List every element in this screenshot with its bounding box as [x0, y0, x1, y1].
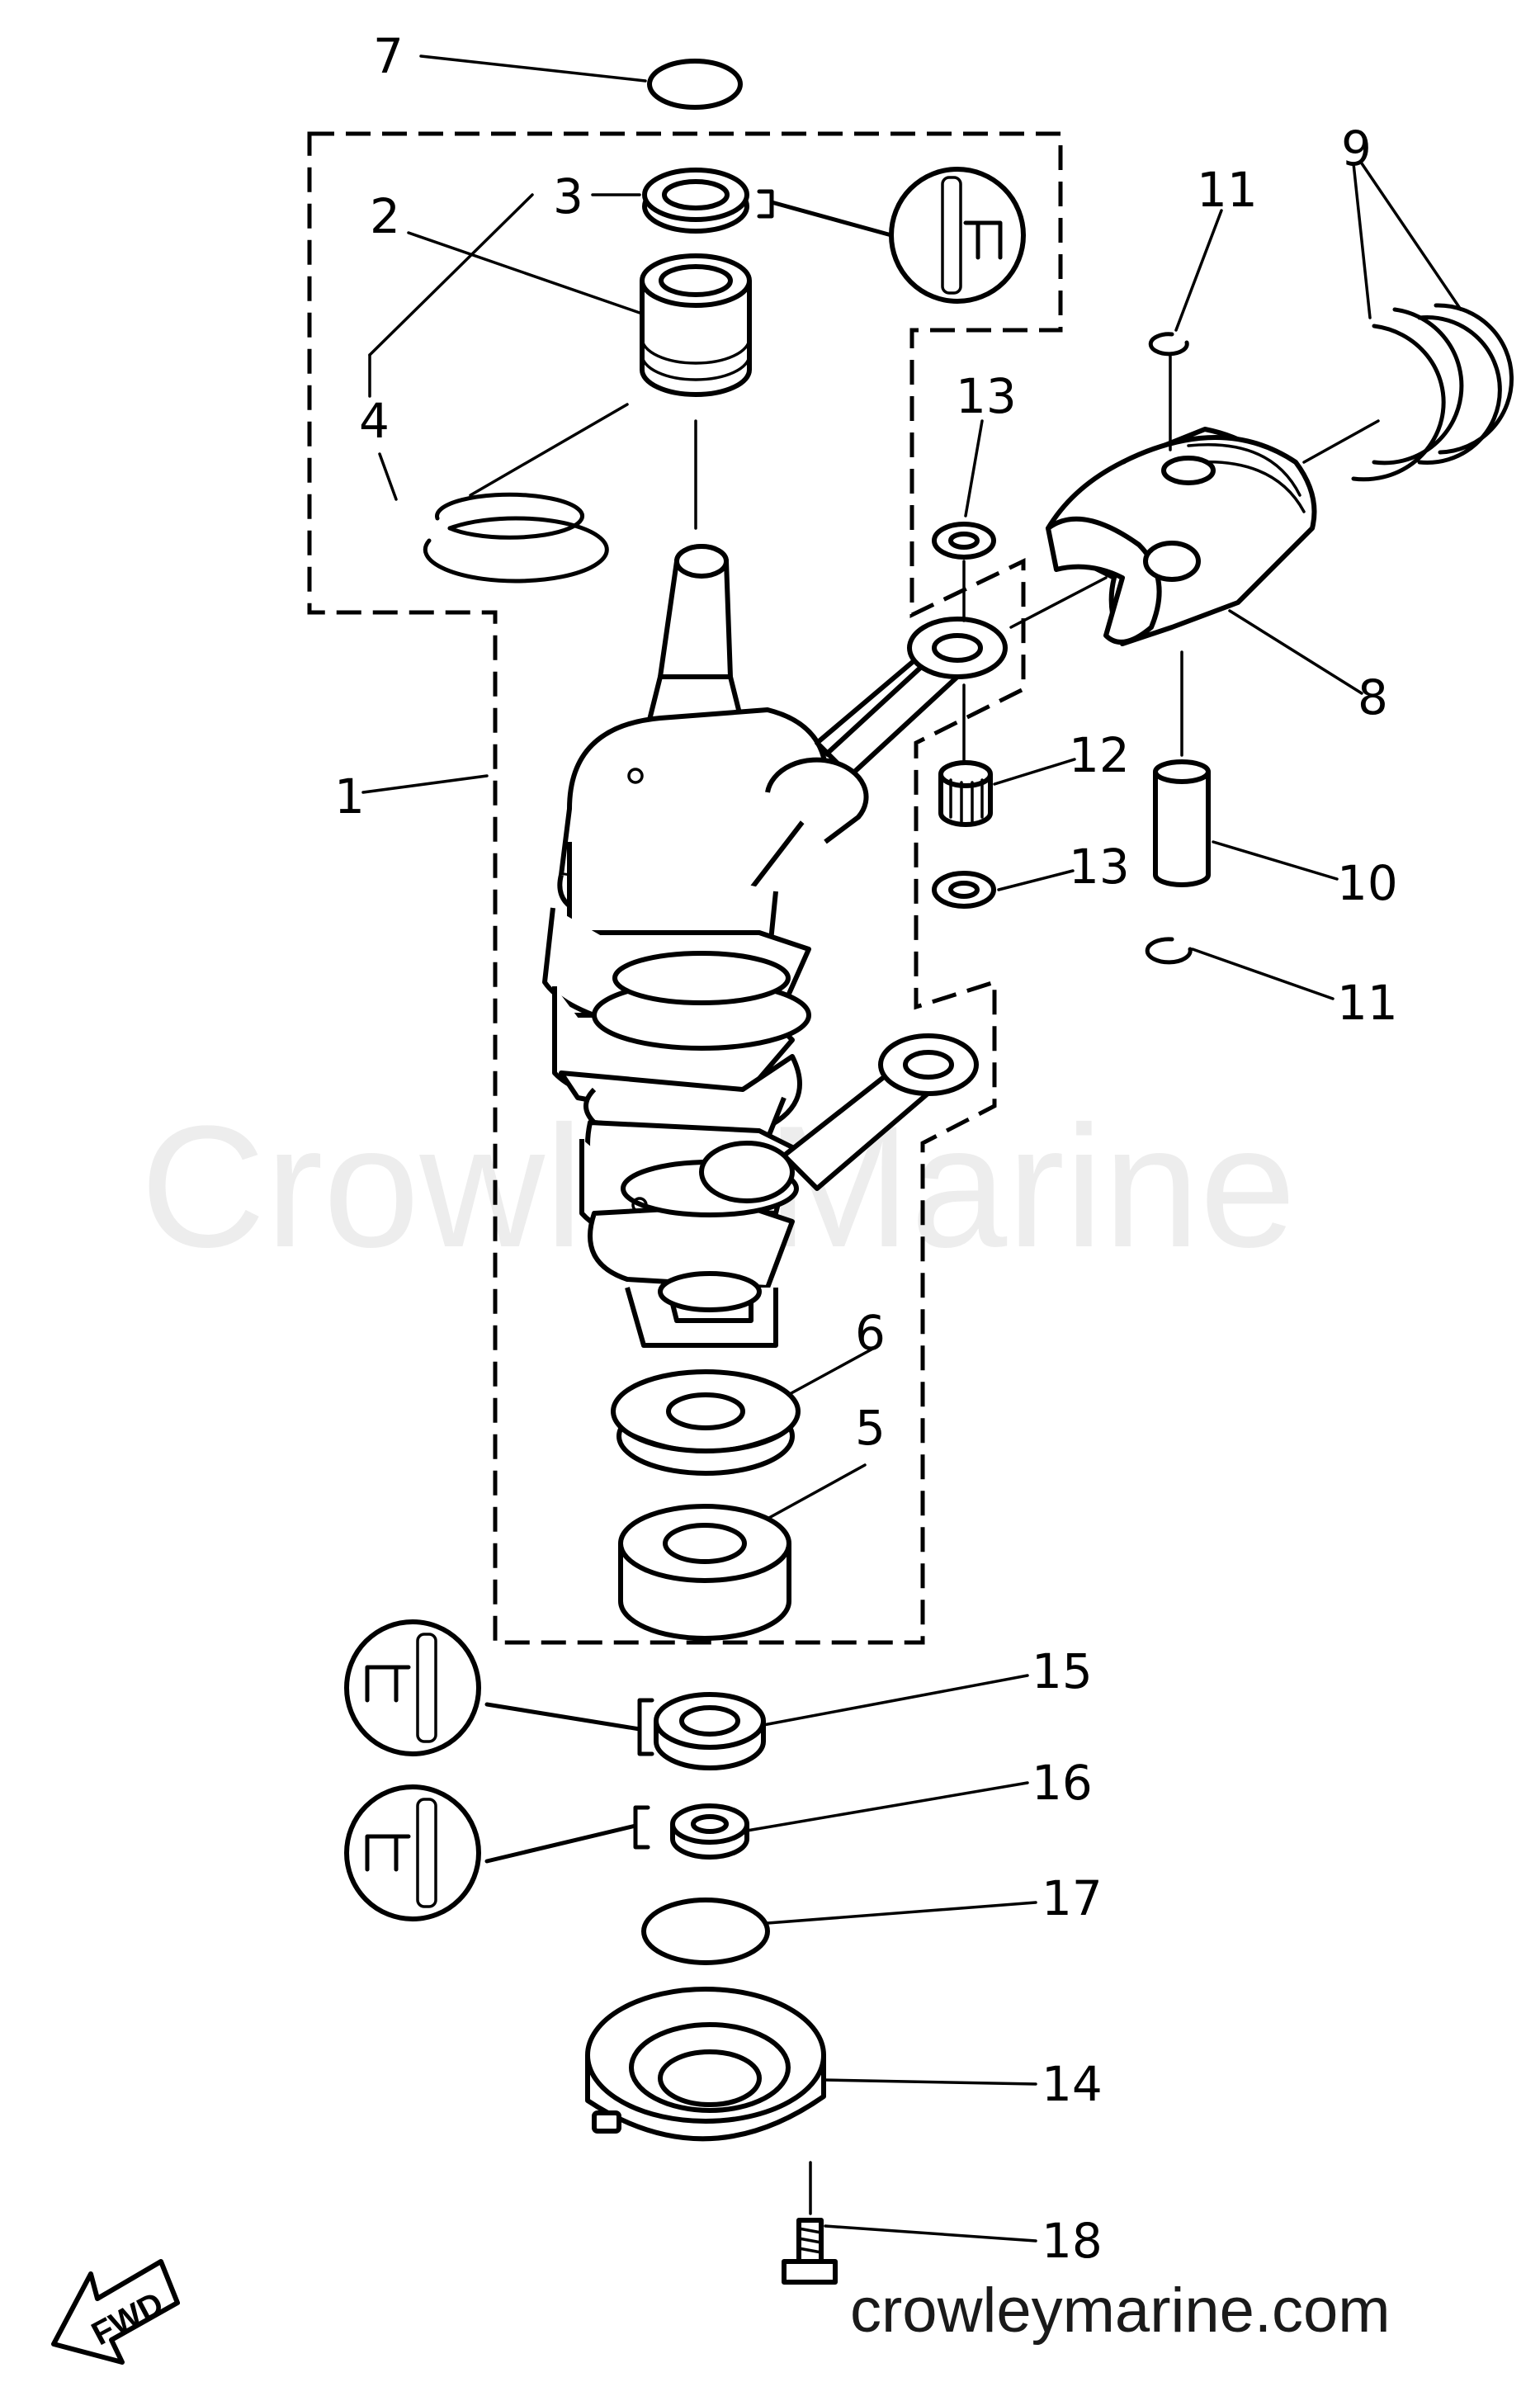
callout-5: 5 — [855, 1400, 886, 1456]
callout-1: 1 — [334, 768, 365, 825]
grease-apply-icon — [344, 1784, 481, 1921]
callout-11-lower: 11 — [1337, 975, 1398, 1031]
part-13-thrust-washer-lower — [932, 871, 996, 909]
part-16-oil-seal — [670, 1803, 749, 1860]
part-15-oil-seal — [654, 1692, 766, 1770]
callout-13-lower: 13 — [1069, 839, 1130, 895]
part-7-o-ring — [647, 59, 743, 110]
part-13-thrust-washer-upper — [932, 522, 996, 560]
part-14-housing — [585, 1987, 826, 2142]
callout-14: 14 — [1042, 2056, 1103, 2112]
callout-7: 7 — [373, 28, 404, 84]
part-12-needle-bearing — [938, 760, 993, 827]
callout-6: 6 — [855, 1305, 886, 1361]
callout-8: 8 — [1358, 669, 1388, 725]
part-18-bolt — [782, 2218, 838, 2285]
part-11-circlip-upper — [1148, 332, 1189, 357]
callout-10: 10 — [1337, 855, 1398, 911]
leader-lines — [361, 54, 1462, 2243]
part-6-bearing-holder — [611, 1369, 801, 1476]
crankshaft-assembly-boundary — [307, 131, 1063, 1645]
callout-18: 18 — [1042, 2213, 1103, 2269]
callout-17: 17 — [1042, 1870, 1103, 1926]
callout-12: 12 — [1069, 727, 1130, 783]
callout-2: 2 — [370, 188, 400, 244]
callout-15: 15 — [1032, 1643, 1093, 1699]
part-4-circlip — [423, 492, 609, 584]
connecting-rod-upper — [765, 617, 1008, 844]
part-3-oil-seal — [642, 168, 749, 234]
part-9-piston-ring — [1351, 303, 1514, 482]
part-8-piston — [1046, 427, 1317, 646]
part-5-ball-bearing — [618, 1504, 791, 1641]
part-11-circlip-lower — [1145, 937, 1193, 965]
callout-16: 16 — [1032, 1755, 1093, 1811]
grease-apply-icon — [344, 1619, 481, 1756]
connecting-rod-lower — [699, 1033, 979, 1203]
site-url: crowleymarine.com — [850, 2276, 1391, 2346]
part-2-bearing — [640, 253, 752, 397]
callout-11-upper: 11 — [1197, 162, 1258, 218]
callout-13-upper: 13 — [956, 368, 1017, 424]
part-17-o-ring — [641, 1898, 770, 1965]
callout-3: 3 — [553, 168, 583, 224]
crankshaft — [542, 544, 829, 1348]
fwd-arrow-icon: FWD — [51, 2259, 180, 2365]
callout-4: 4 — [359, 393, 390, 449]
part-10-piston-pin — [1153, 759, 1211, 887]
callout-9: 9 — [1341, 121, 1372, 177]
grease-apply-icon — [889, 167, 1026, 304]
